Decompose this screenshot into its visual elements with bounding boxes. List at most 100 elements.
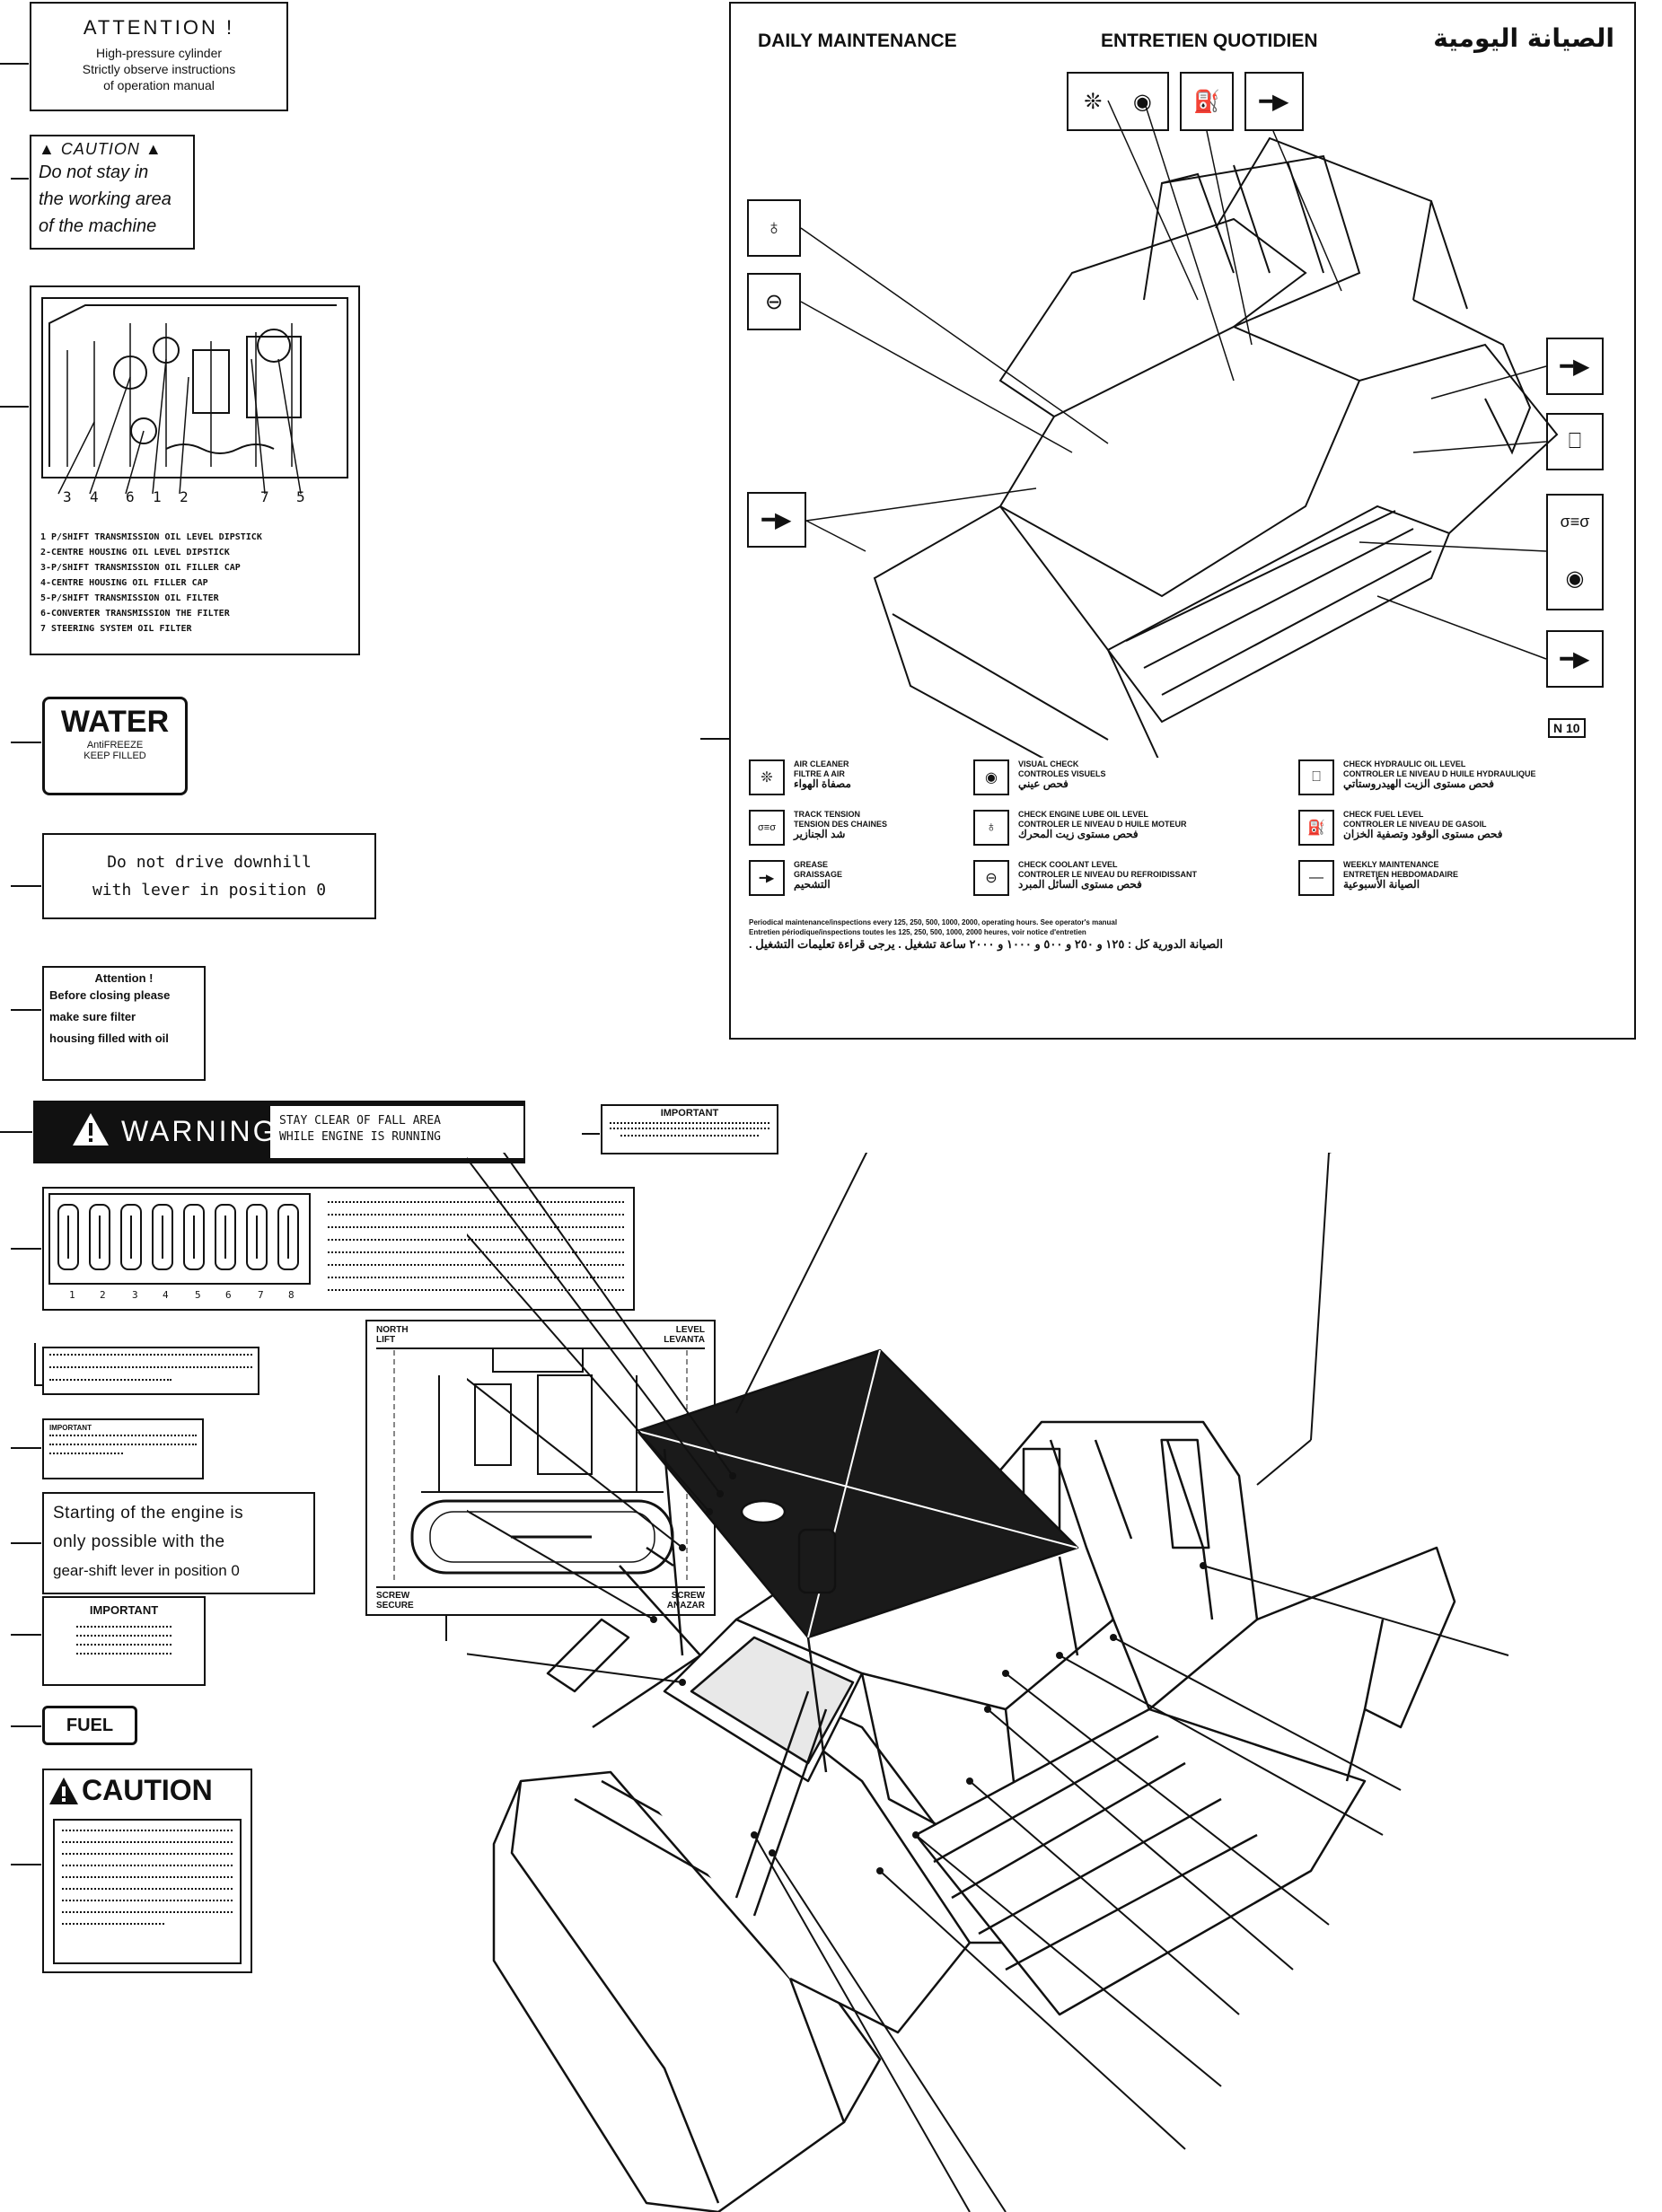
attention-pressure-decal: ATTENTION ! High-pressure cylinder Stric… (30, 2, 288, 111)
legend-en: CHECK COOLANT LEVEL (1018, 860, 1118, 869)
decal-title: WATER (60, 705, 170, 739)
visual-check-icon: ◉ (973, 759, 1009, 795)
decal-title: ATTENTION ! (83, 16, 235, 39)
chart-footer: Periodical maintenance/inspections every… (749, 917, 1611, 950)
callout-number: 5 (195, 1289, 201, 1301)
legend-fr: CONTROLER LE NIVEAU D HUILE HYDRAULIQUE (1343, 769, 1536, 778)
decal-line: AntiFREEZE (86, 740, 144, 750)
coolant-level-icon: ⊖ (747, 273, 801, 330)
track-and-visual-icon-group: σ≡σ ◉ (1546, 494, 1604, 610)
leader-line (11, 1009, 41, 1011)
chart-reference-number: N 10 (1548, 718, 1586, 738)
legend-ar: التشحيم (794, 878, 831, 891)
plate-label: SCREW (376, 1591, 410, 1601)
decal-line: the working area (39, 189, 171, 209)
legend-line: 6-CONVERTER TRANSMISSION THE FILTER (40, 609, 230, 619)
text-scribble (620, 1135, 759, 1140)
text-scribble (610, 1122, 769, 1129)
warning-triangle-icon (71, 1111, 109, 1153)
legend-fr: TENSION DES CHAINES (794, 820, 888, 829)
decal-title: ▲ CAUTION ▲ (39, 140, 163, 158)
legend-ar: فحص مستوى الوقود وتصفية الخزان (1343, 828, 1503, 840)
caution-text-block (53, 1819, 242, 1964)
fuel-decal: FUEL (42, 1706, 137, 1745)
legend-ar: فحص مستوى السائل المبرد (1018, 878, 1142, 891)
fuse-icon (57, 1204, 79, 1270)
chart-title-ar: الصيانة اليومية (1433, 23, 1614, 53)
leader-line (11, 742, 41, 743)
decal-line: Before closing please (49, 988, 171, 1002)
fuel-level-icon: ⛽ (1180, 72, 1234, 131)
legend-ar: شد الجنازير (794, 828, 846, 840)
plate-label: SECURE (376, 1601, 414, 1611)
water-decal: WATER AntiFREEZE KEEP FILLED (42, 697, 188, 795)
notice-plate-decal (42, 1347, 259, 1395)
callout-number: 7 (260, 488, 269, 505)
decal-line: STAY CLEAR OF FALL AREA (279, 1114, 442, 1128)
legend-ar: مصفاة الهواء (794, 777, 851, 790)
legend-ar: الصيانة الأسبوعية (1343, 878, 1420, 891)
warning-decal: WARNING STAY CLEAR OF FALL AREA WHILE EN… (33, 1101, 525, 1163)
plate-label: LIFT (376, 1335, 396, 1345)
leader-line (34, 1343, 43, 1386)
legend-en: CHECK HYDRAULIC OIL LEVEL (1343, 759, 1466, 768)
decal-line: Do not stay in (39, 162, 149, 182)
legend-en: CHECK FUEL LEVEL (1343, 810, 1424, 819)
caution-triangle-icon (48, 1776, 78, 1806)
legend-en: GREASE (794, 860, 829, 869)
decal-title: IMPORTANT (660, 1108, 719, 1119)
attention-filter-decal: Attention ! Before closing please make s… (42, 966, 206, 1081)
decal-line: KEEP FILLED (84, 750, 146, 761)
legend-line: 1 P/SHIFT TRANSMISSION OIL LEVEL DIPSTIC… (40, 532, 262, 542)
callout-number: 1 (69, 1289, 75, 1301)
warning-title: WARNING (121, 1115, 278, 1147)
leader-line (11, 1542, 41, 1544)
plate-label: SCREW (671, 1591, 705, 1601)
legend-fr: CONTROLER LE NIVEAU D HUILE MOTEUR (1018, 820, 1187, 829)
callout-number: 5 (296, 488, 305, 505)
legend-line: 5-P/SHIFT TRANSMISSION OIL FILTER (40, 593, 219, 603)
legend-en: CHECK ENGINE LUBE OIL LEVEL (1018, 810, 1148, 819)
engine-oil-level-icon: ♁ (747, 199, 801, 257)
grease-icon: ━▶ (1546, 630, 1604, 688)
callout-number: 6 (225, 1289, 232, 1301)
fuse-icon (120, 1204, 142, 1270)
visual-check-icon: ◉ (1132, 89, 1152, 114)
dozer-decal-locations-drawing (467, 1153, 1509, 2212)
legend-en: VISUAL CHECK (1018, 759, 1079, 768)
decal-line: High-pressure cylinder (95, 46, 223, 60)
level-plate-drawing (376, 1347, 705, 1588)
grease-icon: ━▶ (749, 860, 785, 896)
decal-line: Do not drive downhill (107, 853, 312, 872)
dipstick-drawing (41, 297, 348, 495)
legend-line: 4-CENTRE HOUSING OIL FILLER CAP (40, 578, 208, 588)
leader-line (700, 738, 729, 740)
legend-ar: فحص مستوى زيت المحرك (1018, 828, 1139, 840)
starting-decal: Starting of the engine is only possible … (42, 1492, 315, 1594)
leader-line (11, 178, 29, 180)
coolant-level-icon: ⊖ (973, 860, 1009, 896)
legend-fr: GRAISSAGE (794, 870, 843, 879)
footer-en: Periodical maintenance/inspections every… (749, 918, 1118, 926)
leader-line (582, 1133, 600, 1135)
level-lift-plate: NORTH LIFT LEVEL LEVANTA SCREW SECURE SC… (365, 1320, 716, 1616)
grease-icon: ━▶ (1546, 338, 1604, 395)
decal-line: with lever in position 0 (92, 881, 327, 900)
callout-number: 3 (63, 488, 72, 505)
plate-corner-label: NORTH LIFT (376, 1325, 409, 1345)
plate-corner-label: LEVEL LEVANTA (664, 1325, 705, 1345)
fuse-icon (183, 1204, 205, 1270)
plate-corner-label: SCREW SECURE (376, 1591, 414, 1611)
decal-line: of operation manual (103, 78, 215, 92)
caution-stay-decal: ▲ CAUTION ▲ Do not stay in the working a… (30, 135, 195, 250)
important-small-decal: IMPORTANT (601, 1104, 778, 1154)
fuel-level-icon: ⛽ (1298, 810, 1334, 846)
chart-title-en: DAILY MAINTENANCE (758, 31, 957, 51)
